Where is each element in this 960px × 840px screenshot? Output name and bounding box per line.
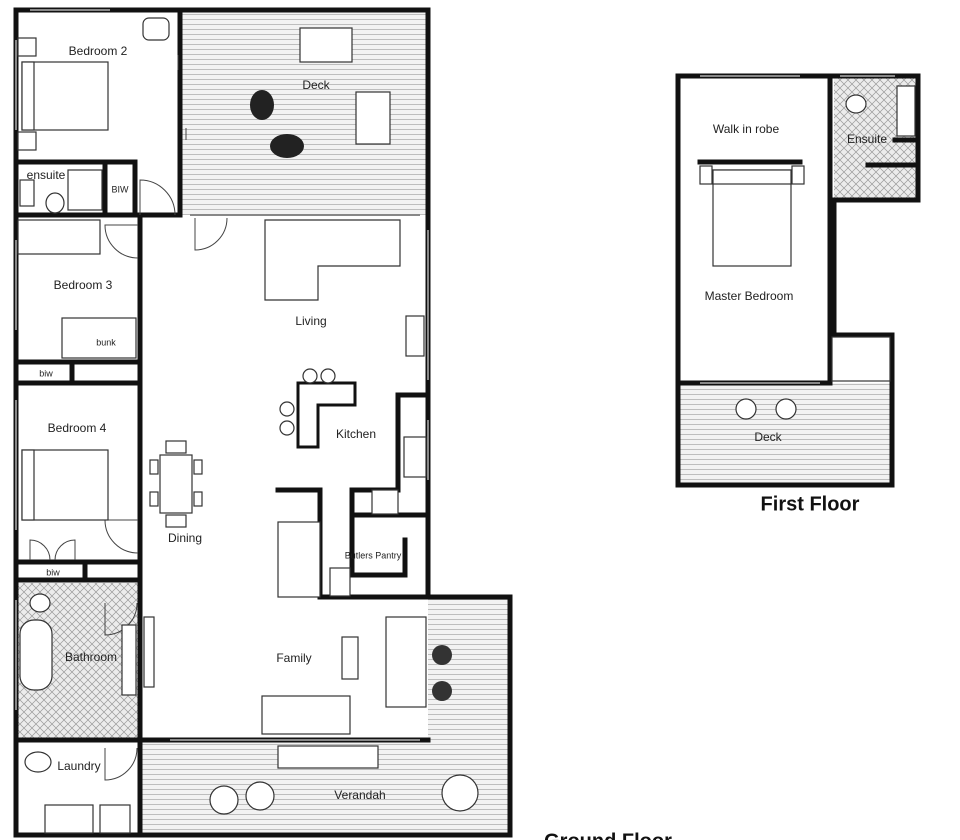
label-master-bedroom: Master Bedroom [705,289,794,303]
label-butlers-pantry: Butlers Pantry [345,550,402,560]
label-biw-upper: BIW [112,184,130,194]
first-floor-title: First Floor [761,493,860,515]
bed-bedroom4 [21,449,109,521]
stairs-first [831,336,891,382]
label-walk-in-robe: Walk in robe [713,122,780,136]
deck-sunlounger-1 [299,27,353,63]
deck-first-chair-1 [735,398,757,420]
label-verandah: Verandah [334,788,385,802]
deck-chair-2 [270,134,304,158]
label-bedroom2: Bedroom 2 [69,44,128,58]
living-sofa [264,219,401,301]
bed-master [712,169,792,267]
label-deck-first: Deck [754,430,782,444]
interior-walls [13,7,431,838]
verandah-chair-1 [209,785,239,815]
verandah-lounger [277,745,379,769]
deck-first-chair-2 [775,398,797,420]
first-floor-plan: Walk in robe Ensuite Master Bedroom Deck… [675,73,921,515]
label-biw-bed3: biw [39,368,53,378]
deck-first-floor [678,383,892,485]
label-deck-ground: Deck [302,78,330,92]
deck-sunlounger-2 [355,91,391,145]
deck-chair-1 [250,90,274,120]
label-bedroom3: Bedroom 3 [54,278,113,292]
label-laundry: Laundry [57,759,100,773]
furniture [17,17,479,834]
family-sofa-bottom [261,695,351,735]
ground-floor-plan: Bedroom 2 Deck ensuite BIW Bedroom 3 bun… [13,7,672,840]
label-living: Living [295,314,326,328]
side-deck-chair-2 [432,681,452,701]
desk-bedroom3 [17,219,101,255]
side-deck-chair-1 [432,645,452,665]
windows [15,9,429,741]
label-kitchen: Kitchen [336,427,376,441]
label-bedroom4: Bedroom 4 [48,421,107,435]
bed-bedroom2 [21,61,109,131]
label-family: Family [276,651,311,665]
label-bunk: bunk [96,337,116,347]
label-dining: Dining [168,531,202,545]
label-bathroom: Bathroom [65,650,117,664]
first-floor-walls [675,73,921,488]
verandah-chair-2 [245,781,275,811]
verandah-table [441,774,479,812]
ground-floor-title: Ground Floor [544,830,672,840]
bathtub [19,619,53,691]
family-sofa-side [385,616,427,708]
side-deck-area [428,597,510,740]
dining-table [159,454,193,514]
label-ensuite-ground: ensuite [27,168,66,182]
label-ensuite-first: Ensuite [847,132,887,146]
label-biw-bed4: biw [46,567,60,577]
bunk-bed [61,317,137,359]
stairs-ground [277,521,321,598]
